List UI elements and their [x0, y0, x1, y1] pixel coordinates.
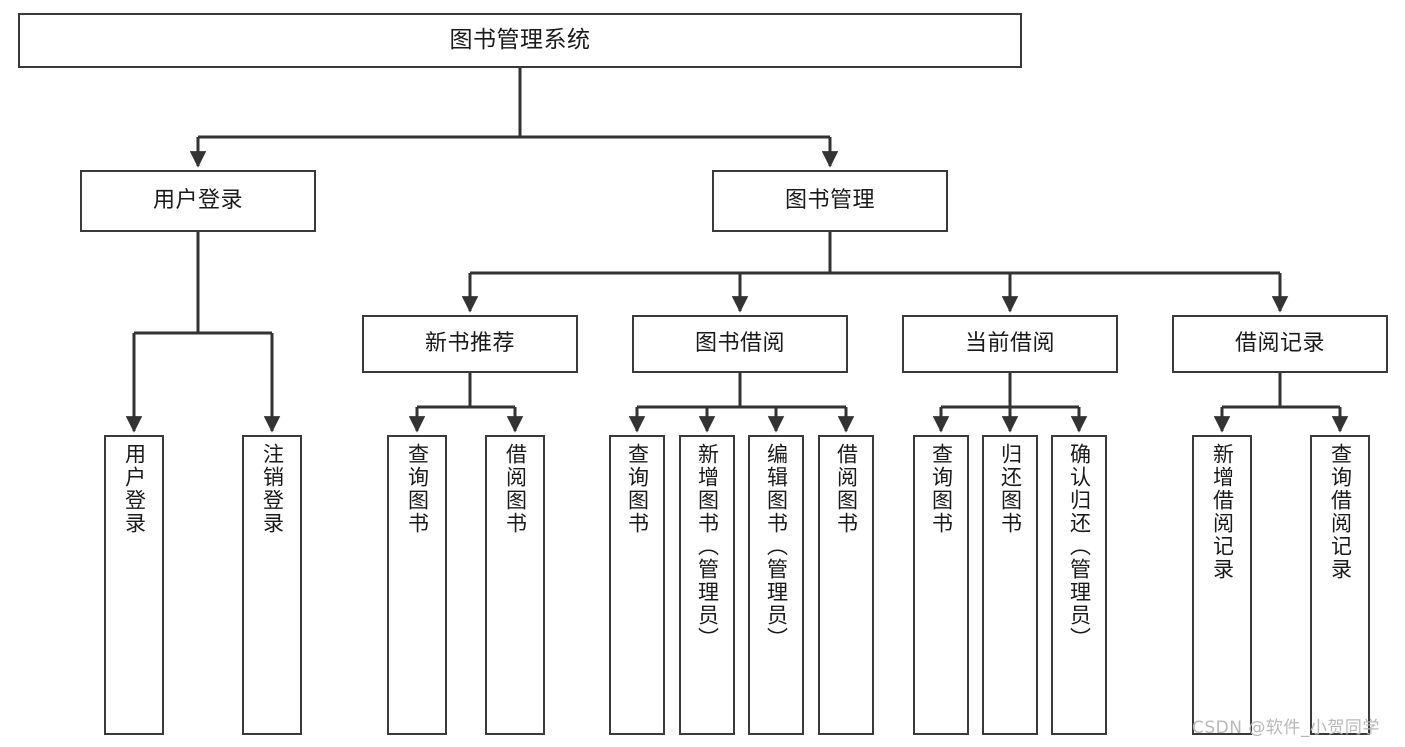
node-user-login-label: 用户登录 [152, 188, 243, 214]
node-leaf-user-login[interactable]: 用户登录 [104, 435, 164, 735]
node-leaf-confirm-return[interactable]: 确认归还（管理员） [1051, 435, 1107, 735]
node-leaf-edit-book-label: 编辑图书（管理员） [764, 443, 789, 650]
node-leaf-user-login-label: 用户登录 [122, 443, 147, 535]
node-leaf-user-logout[interactable]: 注销登录 [242, 435, 302, 735]
node-book-management[interactable]: 图书管理 [712, 170, 948, 232]
node-leaf-return-book-label: 归还图书 [998, 443, 1023, 535]
node-leaf-query-book-3-label: 查询图书 [929, 443, 954, 535]
node-leaf-query-book-3[interactable]: 查询图书 [913, 435, 969, 735]
node-current-borrow-label: 当前借阅 [964, 331, 1055, 357]
node-leaf-edit-book[interactable]: 编辑图书（管理员） [748, 435, 804, 735]
node-leaf-add-record-label: 新增借阅记录 [1210, 443, 1235, 581]
node-leaf-query-book-2[interactable]: 查询图书 [609, 435, 665, 735]
node-borrow-record-label: 借阅记录 [1234, 331, 1325, 357]
node-book-borrow-label: 图书借阅 [694, 331, 785, 357]
node-borrow-record[interactable]: 借阅记录 [1172, 315, 1388, 373]
node-leaf-borrow-book-2[interactable]: 借阅图书 [818, 435, 874, 735]
node-root-label: 图书管理系统 [449, 26, 591, 53]
node-book-borrow[interactable]: 图书借阅 [632, 315, 848, 373]
node-book-management-label: 图书管理 [784, 188, 875, 214]
node-leaf-query-record-label: 查询借阅记录 [1328, 443, 1353, 581]
node-leaf-add-record[interactable]: 新增借阅记录 [1192, 435, 1252, 735]
node-leaf-user-logout-label: 注销登录 [260, 443, 285, 535]
node-leaf-borrow-book-1[interactable]: 借阅图书 [485, 435, 545, 735]
node-leaf-add-book[interactable]: 新增图书（管理员） [679, 435, 735, 735]
node-leaf-add-book-label: 新增图书（管理员） [695, 443, 720, 650]
node-user-login[interactable]: 用户登录 [80, 170, 316, 232]
node-leaf-confirm-return-label: 确认归还（管理员） [1067, 443, 1092, 650]
node-root[interactable]: 图书管理系统 [18, 13, 1022, 68]
node-leaf-borrow-book-1-label: 借阅图书 [503, 443, 528, 535]
node-leaf-query-record[interactable]: 查询借阅记录 [1310, 435, 1370, 735]
node-new-book-recommend-label: 新书推荐 [424, 331, 515, 357]
node-new-book-recommend[interactable]: 新书推荐 [362, 315, 578, 373]
node-current-borrow[interactable]: 当前借阅 [902, 315, 1118, 373]
node-leaf-borrow-book-2-label: 借阅图书 [834, 443, 859, 535]
node-leaf-query-book-1-label: 查询图书 [405, 443, 430, 535]
node-leaf-return-book[interactable]: 归还图书 [982, 435, 1038, 735]
node-leaf-query-book-2-label: 查询图书 [625, 443, 650, 535]
node-leaf-query-book-1[interactable]: 查询图书 [387, 435, 447, 735]
